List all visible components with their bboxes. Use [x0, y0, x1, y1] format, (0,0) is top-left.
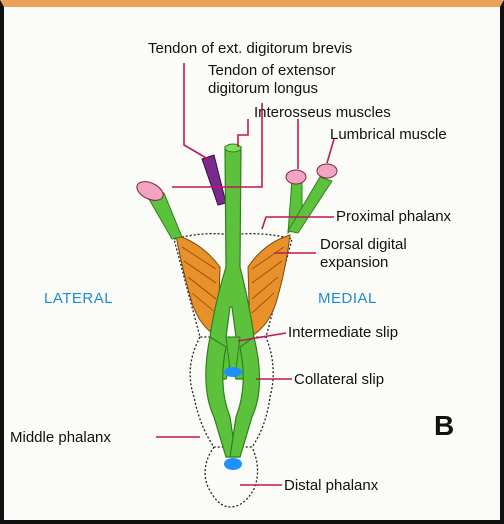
label-distal-phalanx: Distal phalanx — [284, 477, 379, 494]
label-ext-digitorum-brevis: Tendon of ext. digitorum brevis — [148, 40, 352, 57]
label-proximal-phalanx: Proximal phalanx — [336, 208, 452, 225]
leader-ext-longus-stub — [238, 119, 248, 147]
label-middle-phalanx: Middle phalanx — [10, 429, 111, 446]
figure-letter: B — [434, 410, 454, 441]
label-ext-digitorum-longus-line1: Tendon of extensor — [208, 62, 336, 79]
label-dorsal-expansion-line1: Dorsal digital — [320, 236, 407, 253]
lumbrical-cut-end — [317, 164, 337, 178]
dorsal-digital-expansion-diagram: Tendon of ext. digitorum brevis Tendon o… — [4, 7, 500, 520]
label-dorsal-expansion-line2: expansion — [320, 254, 388, 271]
label-ext-digitorum-longus-line2: digitorum longus — [208, 80, 318, 97]
label-medial: MEDIAL — [318, 290, 377, 307]
distal-insertion — [224, 458, 242, 470]
leader-ext-digitorum-brevis — [184, 63, 208, 159]
label-lateral: LATERAL — [44, 290, 113, 307]
interosseus-cut-end — [286, 170, 306, 184]
ext-digitorum-brevis-tendon — [202, 155, 226, 205]
label-intermediate-slip: Intermediate slip — [288, 324, 398, 341]
intermediate-slip-insertion — [224, 367, 242, 377]
label-interosseus-muscles: Interosseus muscles — [254, 104, 391, 121]
label-lumbrical-muscle: Lumbrical muscle — [330, 126, 447, 143]
label-collateral-slip: Collateral slip — [294, 371, 384, 388]
dorsal-expansion-medial — [248, 235, 290, 337]
